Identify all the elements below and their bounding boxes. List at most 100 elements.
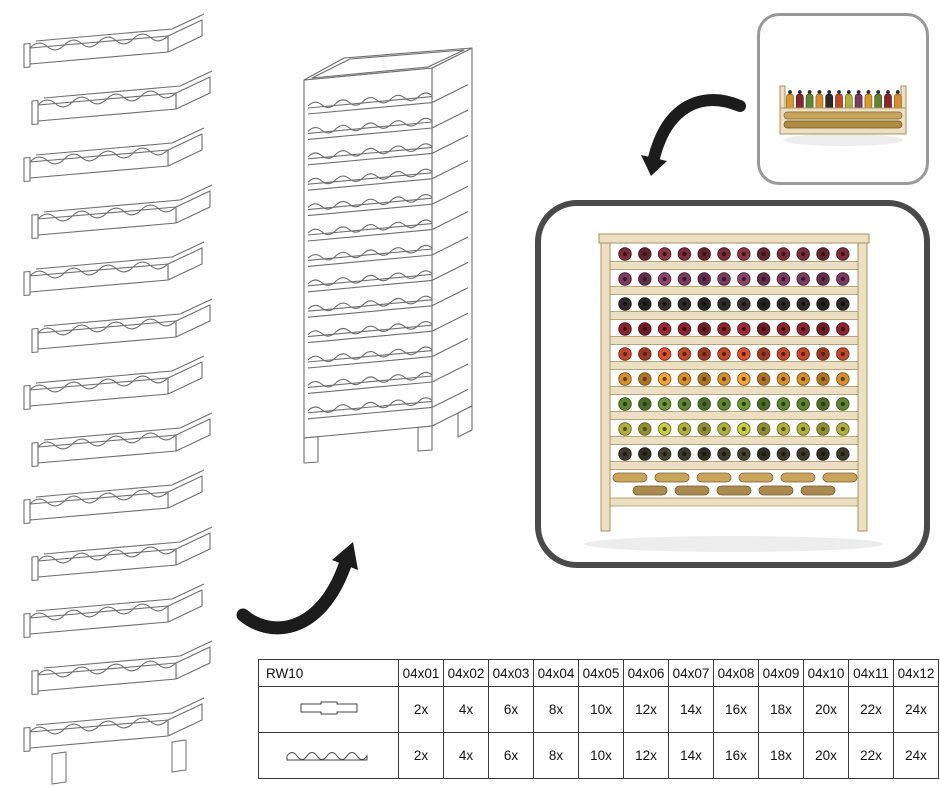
bottle-mouth [642, 326, 647, 332]
bottle-mouth [801, 251, 806, 257]
bottle-row [604, 397, 864, 420]
bottle-mouth [682, 376, 687, 382]
bottle-row [604, 247, 864, 270]
thumb-standing-bottles [786, 90, 902, 111]
table-quantity-cell: 20x [803, 686, 849, 733]
rack-top-cap [598, 233, 870, 244]
bottle-mouth [761, 451, 766, 457]
bottle-mouth [820, 401, 826, 407]
thumb-bottle-cap [876, 90, 881, 94]
bottle-mouth [741, 401, 746, 407]
table-column-header: 04x04 [533, 659, 579, 687]
thumb-bottle-cap [846, 90, 851, 94]
thumb-bottle-cap [856, 90, 861, 94]
bottle-mouth [820, 251, 826, 257]
bottle-mouth [622, 276, 628, 282]
thumb-bottle-cap [886, 90, 890, 94]
bottle-mouth [662, 376, 667, 382]
bottle-mouth [702, 401, 707, 407]
bottle-mouth [801, 401, 806, 407]
bottle-mouth [702, 301, 707, 307]
bottom-rail [604, 497, 864, 507]
table-column-header: 04x07 [668, 659, 714, 687]
table-quantity-cell: 2x [398, 732, 444, 779]
zoom-arrow-icon [641, 94, 746, 176]
bottle-mouth [840, 351, 845, 357]
bottle-mouth [642, 351, 647, 357]
rack-left-post [600, 242, 611, 532]
bottle-mouth [840, 251, 845, 257]
bottle-mouth [622, 401, 628, 407]
thumb-bottle-cap [797, 90, 802, 94]
bottle-mouth [622, 351, 628, 357]
table-quantity-cell: 16x [713, 732, 759, 779]
lying-bottle-rows [604, 472, 864, 507]
bottle-mouth [761, 401, 766, 407]
bottle-row [604, 297, 864, 320]
lying-bottle [822, 472, 858, 483]
bottle-mouth [840, 451, 845, 457]
bottle-mouth [642, 401, 647, 407]
thumb-lying-bottles [783, 111, 903, 129]
thumb-bottle-cap [817, 90, 822, 94]
table-column-header: 04x01 [398, 659, 444, 687]
wine-bottle-rows [604, 247, 864, 470]
bottle-mouth [622, 451, 628, 457]
bottle-mouth [741, 326, 746, 332]
bottle-mouth [840, 276, 845, 282]
table-quantity-cell: 16x [713, 686, 759, 733]
bottle-mouth [801, 276, 806, 282]
bottle-mouth [741, 276, 746, 282]
bottle-mouth [662, 401, 667, 407]
bottle-row [604, 347, 864, 370]
thumb-bottle-cap [866, 90, 871, 94]
bottle-mouth [642, 451, 647, 457]
bottle-mouth [702, 451, 707, 457]
bottle-mouth [801, 451, 806, 457]
bottle-mouth [721, 351, 727, 357]
photo-shadow [584, 536, 884, 552]
bottle-mouth [761, 276, 766, 282]
thumb-bottle-cap [827, 90, 832, 94]
bottle-mouth [741, 376, 746, 382]
bottle-mouth [702, 351, 707, 357]
part-icon-cell [258, 732, 399, 779]
bottle-mouth [702, 376, 707, 382]
bottle-mouth [781, 251, 786, 257]
bottle-mouth [741, 301, 746, 307]
table-column-header: 04x11 [848, 659, 894, 687]
table-quantity-cell: 10x [578, 732, 624, 779]
wavy-shelf-part-icon [286, 752, 367, 761]
bottle-mouth [761, 351, 766, 357]
bottle-mouth [840, 426, 845, 432]
table-quantity-cell: 10x [578, 686, 624, 733]
table-quantity-cell: 4x [443, 686, 489, 733]
bottle-mouth [741, 426, 746, 432]
lying-bottle [654, 472, 690, 483]
table-column-header: 04x05 [578, 659, 624, 687]
lying-bottle [632, 485, 668, 496]
bottle-mouth [682, 301, 687, 307]
bottle-mouth [801, 351, 806, 357]
shelf-rail [604, 336, 864, 345]
bottle-mouth [761, 301, 766, 307]
bottle-mouth [741, 351, 746, 357]
bottle-mouth [820, 451, 826, 457]
bottle-mouth [622, 251, 628, 257]
table-quantity-cell: 14x [668, 686, 714, 733]
lying-bottle [780, 472, 816, 483]
bottle-mouth [801, 326, 806, 332]
bottle-mouth [781, 451, 786, 457]
bottle-mouth [820, 376, 826, 382]
thumb-bottle-cap [895, 90, 900, 94]
table-column-header: 04x06 [623, 659, 669, 687]
bottle-mouth [781, 326, 786, 332]
bottle-mouth [781, 301, 786, 307]
table-quantity-cell: 12x [623, 686, 669, 733]
bottle-mouth [820, 301, 826, 307]
bottle-mouth [622, 301, 628, 307]
table-quantity-cell: 22x [848, 686, 894, 733]
bottle-mouth [761, 426, 766, 432]
bottle-row [604, 272, 864, 295]
table-quantity-cell: 6x [488, 732, 534, 779]
